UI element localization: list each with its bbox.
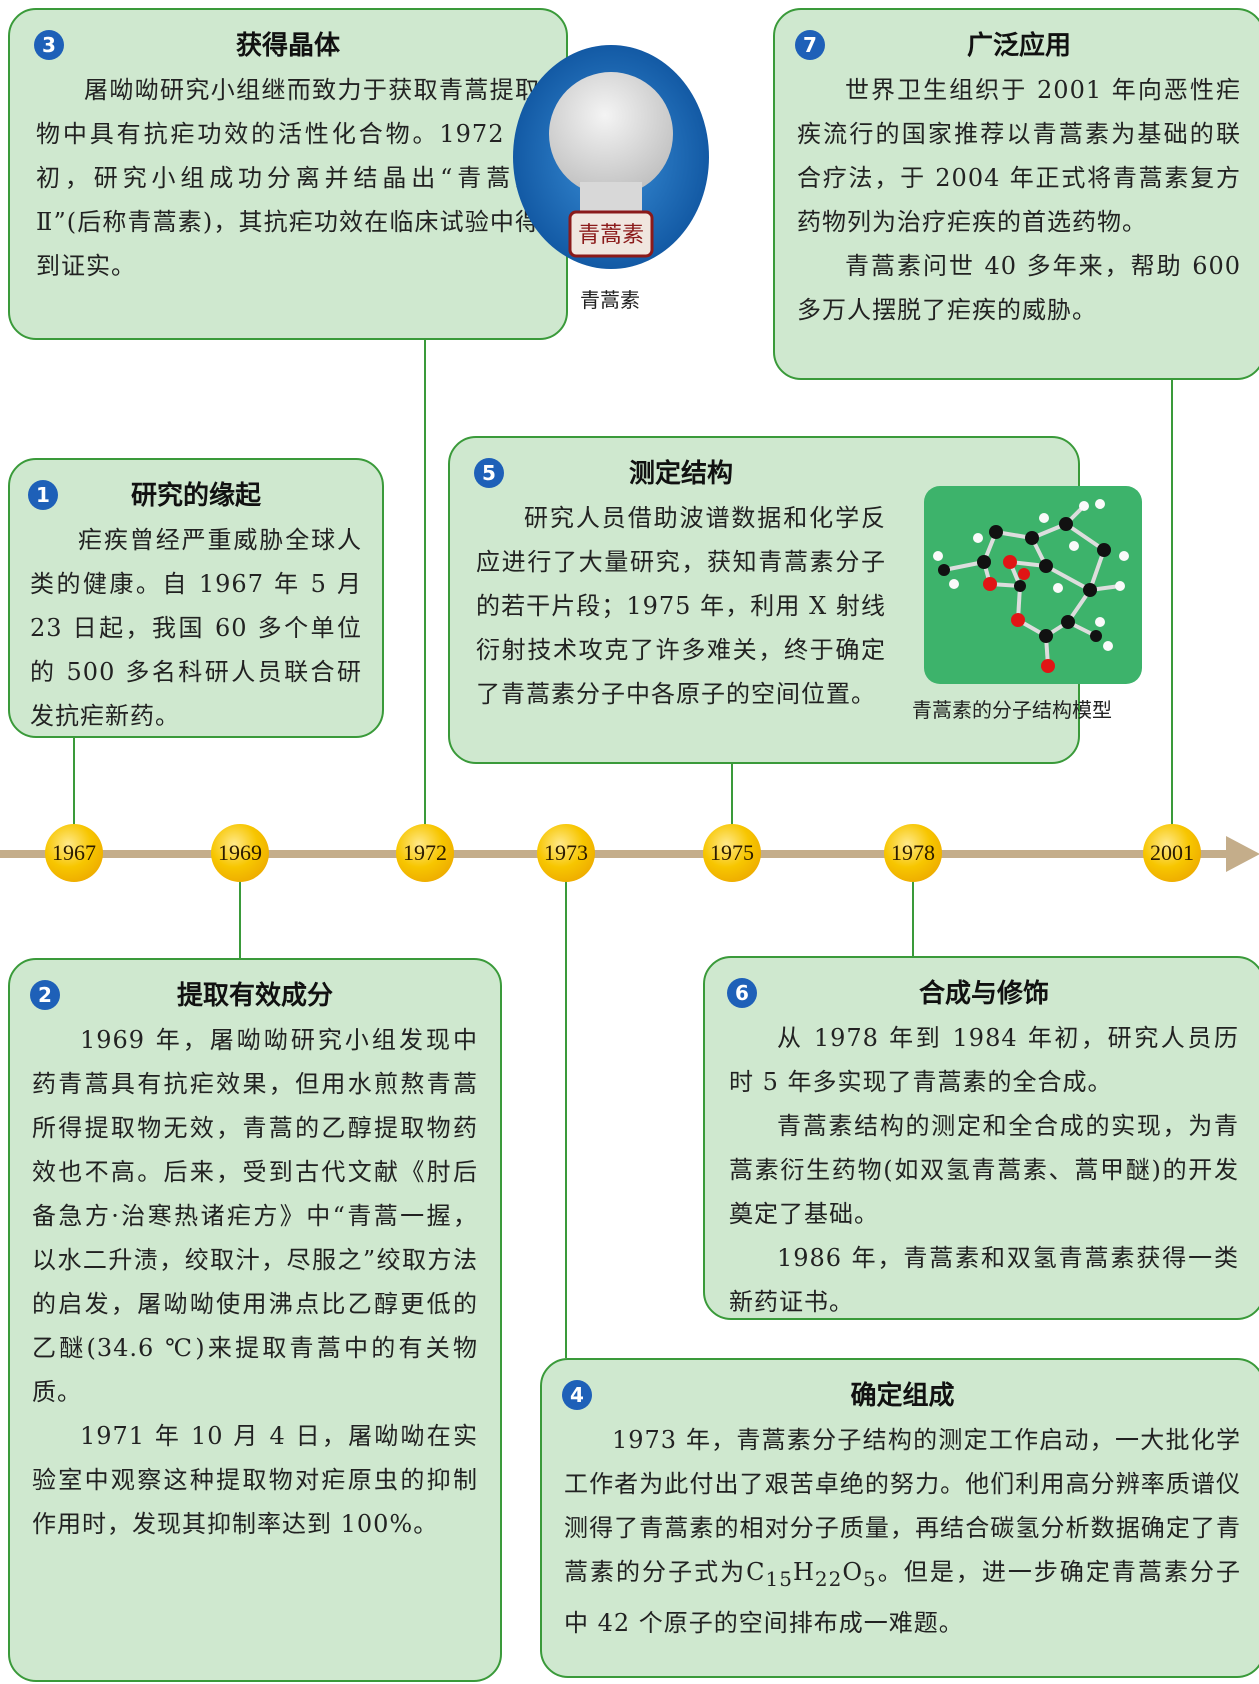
card-paragraph: 疟疾曾经严重威胁全球人类的健康。自 1967 年 5 月 23 日起，我国 60…	[30, 526, 362, 730]
card-title: 研究的缘起	[130, 481, 261, 511]
card-paragraph: 世界卫生组织于 2001 年向恶性疟疾流行的国家推荐以青蒿素为基础的联合疗法，于…	[797, 76, 1241, 236]
connector-1973	[565, 880, 567, 1358]
card-header: 2 提取有效成分	[30, 978, 478, 1018]
card-wide-application: 7 广泛应用 世界卫生组织于 2001 年向恶性疟疾流行的国家推荐以青蒿素为基础…	[773, 8, 1259, 380]
card-paragraph: 1969 年，屠呦呦研究小组发现中药青蒿具有抗疟效果，但用水煎熬青蒿所得提取物无…	[32, 1026, 478, 1406]
crystal-photo: 青蒿素	[508, 42, 714, 272]
card-determine-composition: 4 确定组成 1973 年，青蒿素分子结构的测定工作启动，一大批化学工作者为此付…	[540, 1358, 1259, 1678]
card-header: 3 获得晶体	[34, 28, 540, 68]
card-paragraph: 1986 年，青蒿素和双氢青蒿素获得一类新药证书。	[729, 1244, 1239, 1316]
paragraph-text: 1973 年，青蒿素分子结构的测定工作启动，一大批化学工作者为此付出了艰苦卓绝的…	[564, 1426, 1241, 1586]
connector-1975	[731, 762, 733, 825]
card-header: 4 确定组成	[562, 1378, 1241, 1418]
crystal-label: 青蒿素	[578, 223, 644, 248]
card-paragraph: 从 1978 年到 1984 年初，研究人员历时 5 年多实现了青蒿素的全合成。	[729, 1024, 1239, 1096]
year-marker-1972: 1972	[396, 824, 454, 882]
card-paragraph: 研究人员借助波谱数据和化学反应进行了大量研究，获知青蒿素分子的若干片段；1975…	[476, 504, 886, 708]
card-paragraph: 青蒿素问世 40 多年来，帮助 600 多万人摆脱了疟疾的威胁。	[797, 252, 1241, 324]
card-header: 7 广泛应用	[795, 28, 1241, 68]
card-paragraph: 1971 年 10 月 4 日，屠呦呦在实验室中观察这种提取物对疟原虫的抑制作用…	[32, 1422, 478, 1538]
card-title: 测定结构	[628, 459, 733, 489]
card-title: 提取有效成分	[176, 981, 333, 1011]
timeline-arrow-icon	[1226, 836, 1259, 872]
step-number-badge: 3	[34, 30, 64, 60]
card-research-origin: 1 研究的缘起 疟疾曾经严重威胁全球人类的健康。自 1967 年 5 月 23 …	[8, 458, 384, 738]
connector-1972	[424, 338, 426, 825]
card-paragraph: 青蒿素结构的测定和全合成的实现，为青蒿素衍生药物(如双氢青蒿素、蒿甲醚)的开发奠…	[729, 1112, 1239, 1228]
step-number-badge: 2	[30, 980, 60, 1010]
year-marker-1973: 1973	[537, 824, 595, 882]
card-obtain-crystal: 3 获得晶体 屠呦呦研究小组继而致力于获取青蒿提取物中具有抗疟功效的活性化合物。…	[8, 8, 568, 340]
card-extract-components: 2 提取有效成分 1969 年，屠呦呦研究小组发现中药青蒿具有抗疟效果，但用水煎…	[8, 958, 502, 1682]
card-header: 1 研究的缘起	[28, 478, 362, 518]
card-header: 6 合成与修饰	[727, 976, 1239, 1016]
card-paragraph: 1973 年，青蒿素分子结构的测定工作启动，一大批化学工作者为此付出了艰苦卓绝的…	[564, 1418, 1241, 1645]
card-paragraph: 屠呦呦研究小组继而致力于获取青蒿提取物中具有抗疟功效的活性化合物。1972 年初…	[36, 76, 540, 280]
timeline-axis	[0, 850, 1230, 858]
step-number-badge: 1	[28, 480, 58, 510]
connector-1967	[73, 735, 75, 825]
crystal-caption: 青蒿素	[580, 288, 640, 312]
year-marker-1969: 1969	[211, 824, 269, 882]
card-title: 合成与修饰	[918, 979, 1049, 1009]
molecule-model-image	[924, 486, 1142, 684]
step-number-badge: 4	[562, 1380, 592, 1410]
step-number-badge: 5	[474, 458, 504, 488]
molecular-formula: C15H22O5	[746, 1558, 877, 1591]
connector-2001	[1171, 380, 1173, 825]
year-marker-2001: 2001	[1143, 824, 1201, 882]
card-title: 确定组成	[850, 1381, 955, 1411]
connector-1969	[239, 880, 241, 958]
card-header: 5 测定结构	[474, 456, 886, 496]
paragraph-text: 。但是，进一步确定青蒿素分子中 42 个原子的空间排布成一难题。	[564, 1558, 1242, 1637]
step-number-badge: 6	[727, 978, 757, 1008]
step-number-badge: 7	[795, 30, 825, 60]
card-title: 广泛应用	[966, 31, 1071, 61]
year-marker-1978: 1978	[884, 824, 942, 882]
molecule-model-caption: 青蒿素的分子结构模型	[912, 698, 1112, 722]
year-marker-1967: 1967	[45, 824, 103, 882]
card-title: 获得晶体	[235, 31, 340, 61]
card-synthesis-modification: 6 合成与修饰 从 1978 年到 1984 年初，研究人员历时 5 年多实现了…	[703, 956, 1259, 1320]
year-marker-1975: 1975	[703, 824, 761, 882]
connector-1978	[912, 880, 914, 956]
